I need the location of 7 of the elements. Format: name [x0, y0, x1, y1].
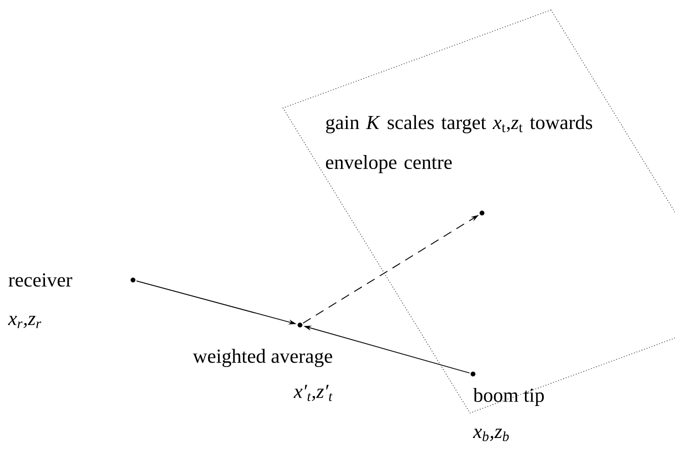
point-label: boom tip: [473, 388, 544, 406]
point-label: gain K scales target x$_{t}$,z$_{t}$ towards envelope centre: [326, 115, 592, 174]
point-label: weighted average: [192, 348, 332, 368]
point-label: x$_{r}$,z$_{r}$: [8, 316, 42, 328]
point-label: x′$_{t}$,z′$_{t}$: [294, 384, 333, 402]
point-label: x$_{b}$,z$_{b}$: [472, 428, 509, 442]
point-label: receiver: [8, 273, 72, 287]
